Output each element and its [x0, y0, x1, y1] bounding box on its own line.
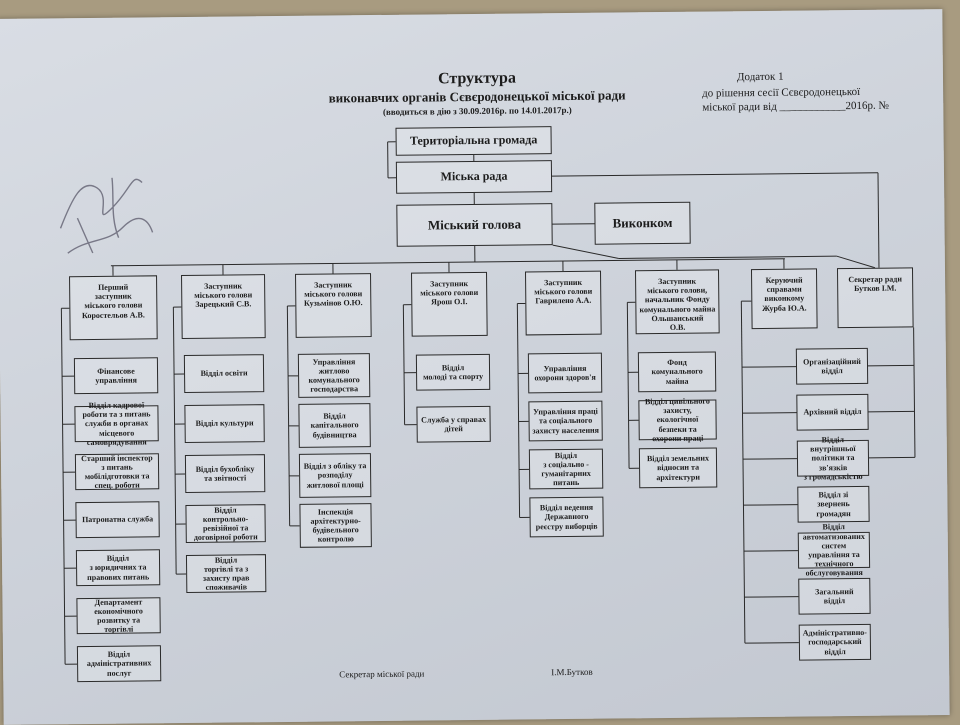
column-head-6: Керуючий справами виконкому Журба Ю.А. [751, 268, 818, 329]
handwritten-signature [52, 157, 163, 268]
connector-trunk-0 [61, 308, 65, 664]
connector-sec-unit-left-3 [743, 505, 797, 506]
secretary-unit-box-4: Відділ автоматизованих систем управління… [798, 532, 870, 569]
connector-mayor-secretary-run [619, 256, 837, 258]
connector-secretary-spine [914, 327, 915, 457]
unit-box-0-0: Фінансове управління [74, 357, 158, 394]
column-head-4: Заступник міського голови Гаврилено А.А. [525, 271, 602, 336]
unit-box-1-4: Відділ торгівлі та з захисту прав спожив… [186, 554, 266, 593]
unit-box-0-5: Департамент економічного розвитку та тор… [76, 597, 160, 634]
unit-box-1-0: Відділ освіти [184, 354, 264, 393]
connector-mayor-secretary-diag [553, 244, 619, 259]
mayor-box: Міський голова [396, 203, 552, 247]
unit-box-2-3: Інспекція архітектурно- будівельного кон… [299, 503, 371, 548]
connector-trunk-3 [403, 305, 404, 425]
secretary-unit-box-5: Загальний відділ [798, 578, 870, 615]
unit-box-2-0: Управління житлово комунального господар… [298, 353, 370, 398]
connector-sec-unit-left-2 [743, 459, 797, 460]
document-sheet: Структура виконавчих органів Сєвєродонец… [0, 9, 950, 725]
unit-box-1-3: Відділ контрольно- ревізійної та договір… [185, 504, 265, 543]
connector-sec-unit-left-4 [744, 551, 798, 552]
connector-bus [111, 259, 785, 266]
unit-box-5-1: Відділ цивільного захисту, екологічної б… [638, 399, 716, 440]
page-title: Структура [297, 68, 657, 90]
column-head-7: Секретар ради Бутков І.М. [837, 267, 914, 328]
unit-box-0-1: Відділ кадрової роботи та з питань служб… [74, 405, 158, 442]
connector-mayor-secretary-end [837, 256, 875, 268]
unit-box-4-3: Відділ ведення Державного реєстру виборц… [529, 497, 603, 538]
footer-secretary-name: І.М.Бутков [551, 667, 593, 677]
column-head-0: Перший заступник міського голови Коросте… [69, 275, 158, 340]
unit-box-0-3: Патронатна служба [75, 501, 159, 538]
secretary-unit-box-6: Адміністративно- господарський відділ [799, 624, 871, 661]
annex-note-line-2: до рішення сесії Сєвєродонецької [702, 86, 860, 101]
column-head-3: Заступник міського голови Ярош О.І. [411, 272, 488, 337]
unit-box-2-2: Відділ з обліку та розподілу житлової пл… [299, 453, 371, 498]
connector-manager-spine [741, 301, 745, 643]
secretary-unit-box-2: Відділ внутрішньої політики та зв'язків … [797, 440, 869, 477]
secretary-unit-box-0: Організаційний відділ [796, 348, 868, 385]
unit-box-5-2: Відділ земельних відносин та архітектури [639, 447, 717, 488]
connector-trunk-4 [517, 304, 519, 518]
connector-sec-unit-left-5 [744, 597, 798, 598]
connector-sec-unit-left-6 [745, 643, 799, 644]
unit-box-5-0: Фонд комунального майна [638, 351, 716, 392]
unit-box-2-1: Відділ капітального будівництва [298, 403, 370, 448]
column-head-1: Заступник міського голови Зарецький С.В. [181, 274, 266, 339]
connector-sec-unit-left-1 [742, 413, 796, 414]
column-head-5: Заступник міського голови, начальник Фон… [635, 269, 720, 334]
community-box: Територіальна громада [395, 126, 551, 156]
secretary-unit-box-3: Відділ зі звернень громадян [797, 486, 869, 523]
unit-box-4-2: Відділ з соціально - гуманітарних питань [529, 449, 603, 490]
connector-trunk-5 [627, 302, 629, 468]
footer-secretary-title: Секретар міської ради [339, 669, 424, 680]
unit-box-4-1: Управління праці та соціального захисту … [528, 401, 602, 442]
unit-box-0-2: Старший інспектор з питань мобілідготовк… [75, 453, 159, 490]
unit-box-1-2: Відділ бухобліку та звітності [185, 454, 265, 493]
executive-committee-box: Виконком [594, 202, 690, 245]
secretary-unit-box-1: Архівний відділ [796, 394, 868, 431]
annex-note-line-1: Додаток 1 [737, 71, 784, 85]
unit-box-0-6: Відділ адміністративних послуг [77, 645, 161, 682]
unit-box-1-1: Відділ культури [184, 404, 264, 443]
city-council-box: Міська рада [396, 160, 552, 194]
unit-box-4-0: Управління охорони здоров'я [528, 353, 602, 394]
connector-council-secretary-drop [878, 173, 879, 268]
connector-sec-unit-left-0 [742, 367, 796, 368]
connector-trunk-1 [173, 307, 176, 574]
unit-box-0-4: Відділ з юридичних та правових питань [76, 549, 160, 586]
connector-council-secretary [552, 173, 878, 176]
unit-box-3-0: Відділ молоді та спорту [416, 354, 490, 391]
unit-box-3-1: Служба у справах дітей [416, 406, 490, 443]
column-head-2: Заступник міського голови Кузьмінов О.Ю. [295, 273, 372, 338]
annex-note-line-3: міської ради від ____________2016р. № [702, 100, 889, 116]
connector-trunk-2 [287, 306, 289, 526]
